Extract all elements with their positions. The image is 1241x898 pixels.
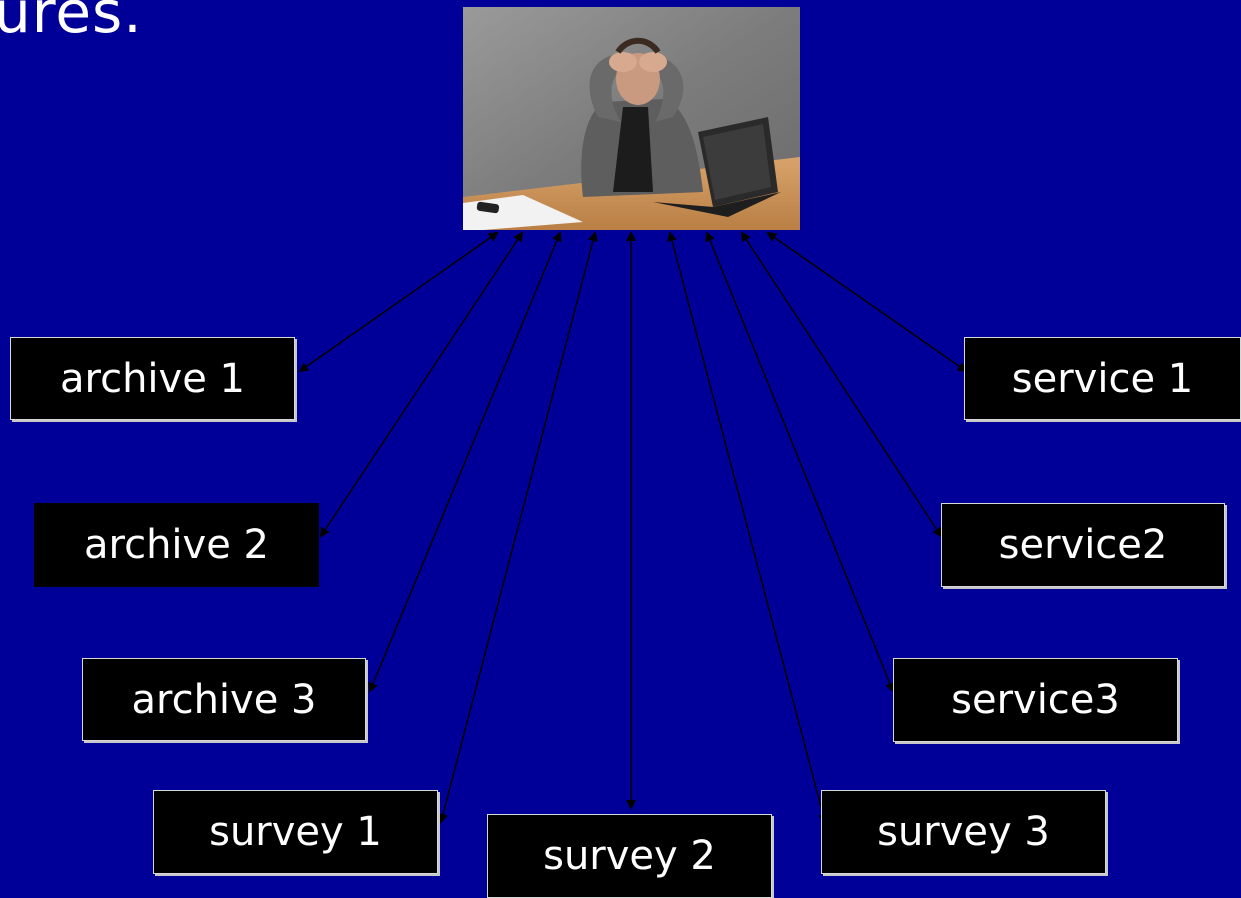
archive-2-label: archive 2 — [84, 522, 269, 568]
edge-survey3 — [667, 231, 828, 824]
service-2-box: service2 — [941, 503, 1225, 587]
archive-3-label: archive 3 — [131, 676, 317, 723]
service-3-label: service3 — [951, 677, 1120, 723]
archive-2-box: archive 2 — [34, 503, 319, 587]
stressed-user-illustration — [463, 7, 800, 230]
edge-service3 — [705, 231, 895, 693]
archive-3-box: archive 3 — [82, 658, 366, 741]
service-1-label: service 1 — [1011, 355, 1194, 402]
edge-survey1 — [438, 231, 598, 824]
archive-1-label: archive 1 — [60, 355, 245, 402]
archive-1-box: archive 1 — [10, 337, 295, 420]
edge-service1 — [766, 231, 968, 373]
service-1-box: service 1 — [964, 337, 1241, 420]
survey-3-label: survey 3 — [877, 809, 1050, 855]
survey-1-box: survey 1 — [153, 790, 438, 874]
survey-3-box: survey 3 — [821, 790, 1106, 874]
service-3-box: service3 — [893, 658, 1178, 742]
stressed-user-photo — [463, 7, 800, 230]
survey-2-box: survey 2 — [487, 814, 772, 898]
edge-archive1 — [298, 231, 499, 373]
slide-title-fragment: ures. — [0, 0, 143, 46]
edge-archive2 — [319, 231, 524, 538]
survey-2-label: survey 2 — [543, 833, 716, 879]
service-2-label: service2 — [998, 522, 1168, 568]
edge-service2 — [740, 231, 943, 538]
survey-1-label: survey 1 — [209, 809, 382, 855]
